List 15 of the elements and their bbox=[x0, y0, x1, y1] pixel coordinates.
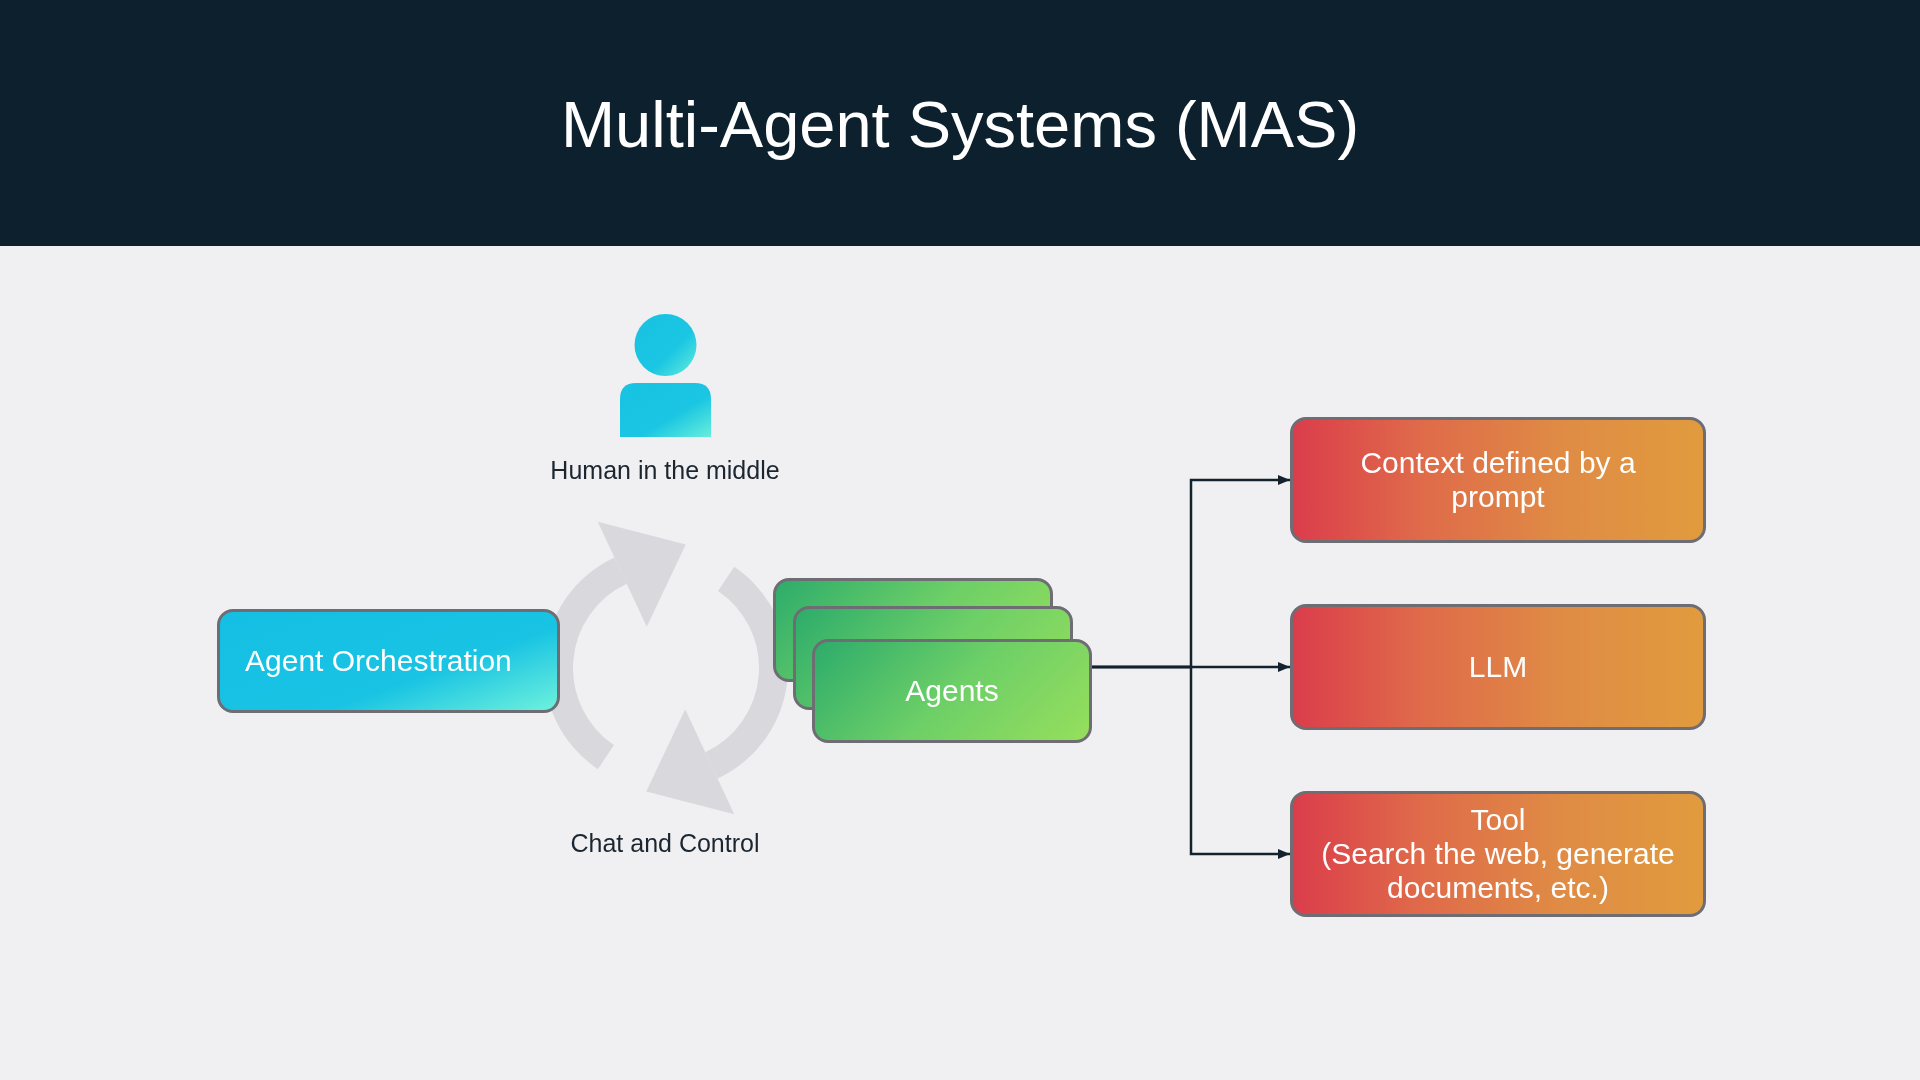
component-box bbox=[1290, 604, 1706, 730]
box-label: LLM bbox=[1468, 650, 1528, 684]
orchestration-box bbox=[217, 609, 560, 713]
cycle-caption: Chat and Control bbox=[570, 828, 760, 858]
box-description: (Search the web, generate documents, etc.) bbox=[1320, 837, 1676, 905]
box-label: Context defined by a prompt bbox=[1359, 446, 1637, 514]
box-label: Agent Orchestration bbox=[245, 644, 512, 678]
agent-card-stack bbox=[773, 578, 1092, 743]
title: Multi-Agent Systems (MAS) bbox=[560, 87, 1360, 163]
component-box bbox=[1290, 417, 1706, 543]
box-label: Agents bbox=[905, 674, 999, 708]
component-box bbox=[1290, 791, 1706, 917]
connector-arrow bbox=[1092, 665, 1290, 859]
person-caption: Human in the middle bbox=[550, 455, 780, 485]
box-heading: Tool bbox=[1470, 803, 1526, 837]
